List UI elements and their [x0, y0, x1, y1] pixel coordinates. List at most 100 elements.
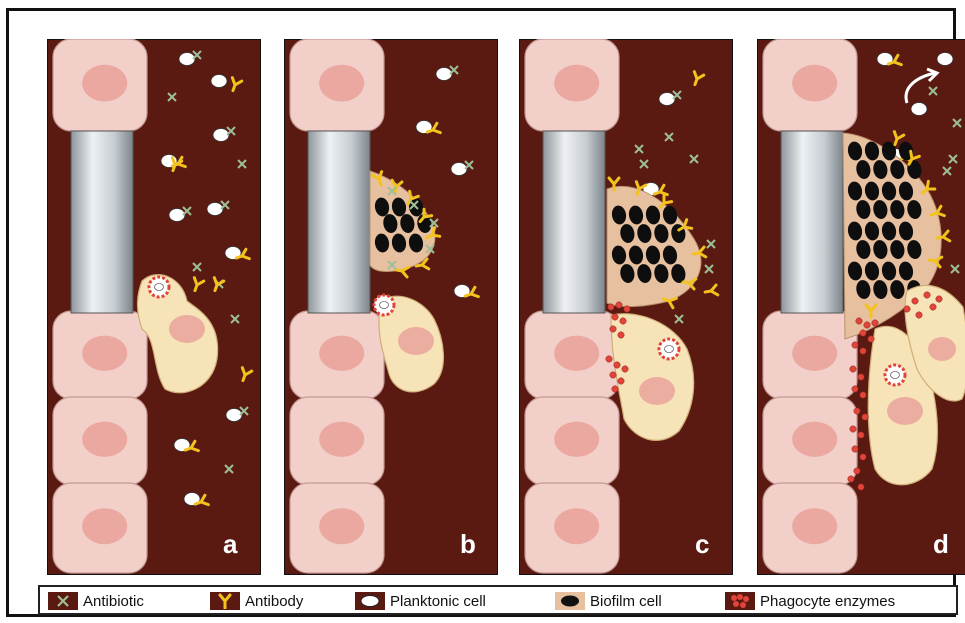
phagocyte-nucleus: [928, 337, 956, 361]
phagocyte-nucleus: [169, 315, 205, 343]
nucleus: [792, 508, 837, 544]
nucleus: [319, 65, 364, 102]
phagocyte-enzyme: [860, 454, 866, 460]
nucleus: [554, 65, 599, 102]
phagocyte-enzyme: [860, 348, 866, 354]
phagocyte-enzyme: [930, 304, 936, 310]
phagocyte-enzyme: [858, 374, 864, 380]
legend-antibody: Antibody: [210, 591, 303, 611]
planktonic-cell: [451, 163, 467, 176]
engulfed-cell: [665, 346, 674, 353]
phagocyte-enzyme: [606, 356, 612, 362]
epithelial-cell: [290, 311, 384, 399]
phagocyte-nucleus: [398, 327, 434, 355]
phagocyte-enzyme: [868, 336, 874, 342]
epithelial-cell: [763, 39, 857, 131]
phagocyte-enzyme: [936, 296, 942, 302]
planktonic-cell: [169, 209, 185, 222]
epithelial-cell: [525, 311, 619, 399]
phagocyte-enzyme: [872, 320, 878, 326]
phagocyte-enzyme: [860, 330, 866, 336]
planktonic-cell: [436, 68, 452, 81]
phagocyte-enzyme: [850, 366, 856, 372]
epithelial-cell: [525, 39, 619, 131]
biofilm-cell-icon: [555, 592, 585, 610]
implant-surface: [71, 131, 133, 313]
phagocyte-enzyme: [862, 414, 868, 420]
nucleus: [792, 336, 837, 371]
legend-biofilm: Biofilm cell: [555, 591, 662, 611]
phagocyte-enzyme: [854, 408, 860, 414]
nucleus: [82, 422, 127, 457]
nucleus: [82, 508, 127, 544]
panel-a: a: [47, 39, 261, 575]
epithelial-cell: [290, 39, 384, 131]
phagocyte-enzyme: [618, 378, 624, 384]
phagocyte-enzyme: [856, 318, 862, 324]
epithelial-cell: [763, 483, 857, 573]
epithelial-cell: [53, 397, 147, 485]
planktonic-cell: [179, 53, 195, 66]
phagocyte-enzyme: [904, 306, 910, 312]
panel-label-c: c: [695, 529, 709, 559]
phagocyte-enzyme: [612, 314, 618, 320]
implant-surface: [543, 131, 605, 313]
planktonic-cell: [911, 103, 927, 116]
phagocyte-nucleus: [887, 397, 923, 425]
epithelial-cell: [53, 39, 147, 131]
phagocyte-enzyme: [852, 386, 858, 392]
planktonic-cell: [211, 75, 227, 88]
panel-a-illustration: a: [47, 39, 261, 575]
legend-biofilm-label: Biofilm cell: [590, 593, 662, 610]
panel-c-illustration: c: [519, 39, 733, 575]
antibiotic-icon: [48, 592, 78, 610]
planktonic-cell: [207, 203, 223, 216]
phagocyte-enzyme: [848, 476, 854, 482]
phagocyte-enzyme: [612, 386, 618, 392]
nucleus: [319, 422, 364, 457]
nucleus: [792, 65, 837, 102]
panel-label-a: a: [223, 529, 238, 559]
nucleus: [554, 336, 599, 371]
phagocyte-enzyme: [858, 432, 864, 438]
phagocyte-enzyme: [852, 342, 858, 348]
epithelial-cell: [763, 397, 857, 485]
phagocyte-enzyme: [616, 302, 622, 308]
legend-antibiotic-label: Antibiotic: [83, 593, 144, 610]
phagocyte-nucleus: [639, 377, 675, 405]
legend-planktonic: Planktonic cell: [355, 591, 486, 611]
panel-d-illustration: d: [757, 39, 965, 575]
nucleus: [792, 422, 837, 457]
planktonic-cell-icon: [355, 592, 385, 610]
phagocyte-enzyme: [912, 298, 918, 304]
phagocyte-enzyme: [608, 304, 614, 310]
legend-phagocyte-label: Phagocyte enzymes: [760, 593, 895, 610]
legend-antibody-label: Antibody: [245, 593, 303, 610]
antibody-icon: [210, 592, 240, 610]
epithelial-cell: [53, 483, 147, 573]
phagocyte-enzyme: [850, 426, 856, 432]
planktonic-cell: [213, 129, 229, 142]
phagocyte-enzyme: [924, 292, 930, 298]
phagocyte-enzyme: [614, 362, 620, 368]
legend-phagocyte: Phagocyte enzymes: [725, 591, 895, 611]
epithelial-cell: [53, 311, 147, 399]
phagocyte-enzyme: [624, 306, 630, 312]
epithelial-cell: [525, 397, 619, 485]
epithelial-cell: [290, 397, 384, 485]
legend: Antibiotic Antibody Planktonic cell Biof…: [38, 585, 958, 615]
nucleus: [554, 422, 599, 457]
phagocyte-enzyme: [620, 318, 626, 324]
panel-b-illustration: b: [284, 39, 498, 575]
nucleus: [82, 65, 127, 102]
phagocyte-enzymes-icon: [725, 592, 755, 610]
engulfed-cell: [155, 284, 164, 291]
phagocyte-enzyme: [860, 392, 866, 398]
phagocyte-enzyme: [610, 372, 616, 378]
phagocyte-enzyme: [622, 366, 628, 372]
epithelial-cell: [525, 483, 619, 573]
nucleus: [82, 336, 127, 371]
phagocyte-enzyme: [916, 312, 922, 318]
phagocyte-enzyme: [618, 332, 624, 338]
panel-c: c: [519, 39, 733, 575]
